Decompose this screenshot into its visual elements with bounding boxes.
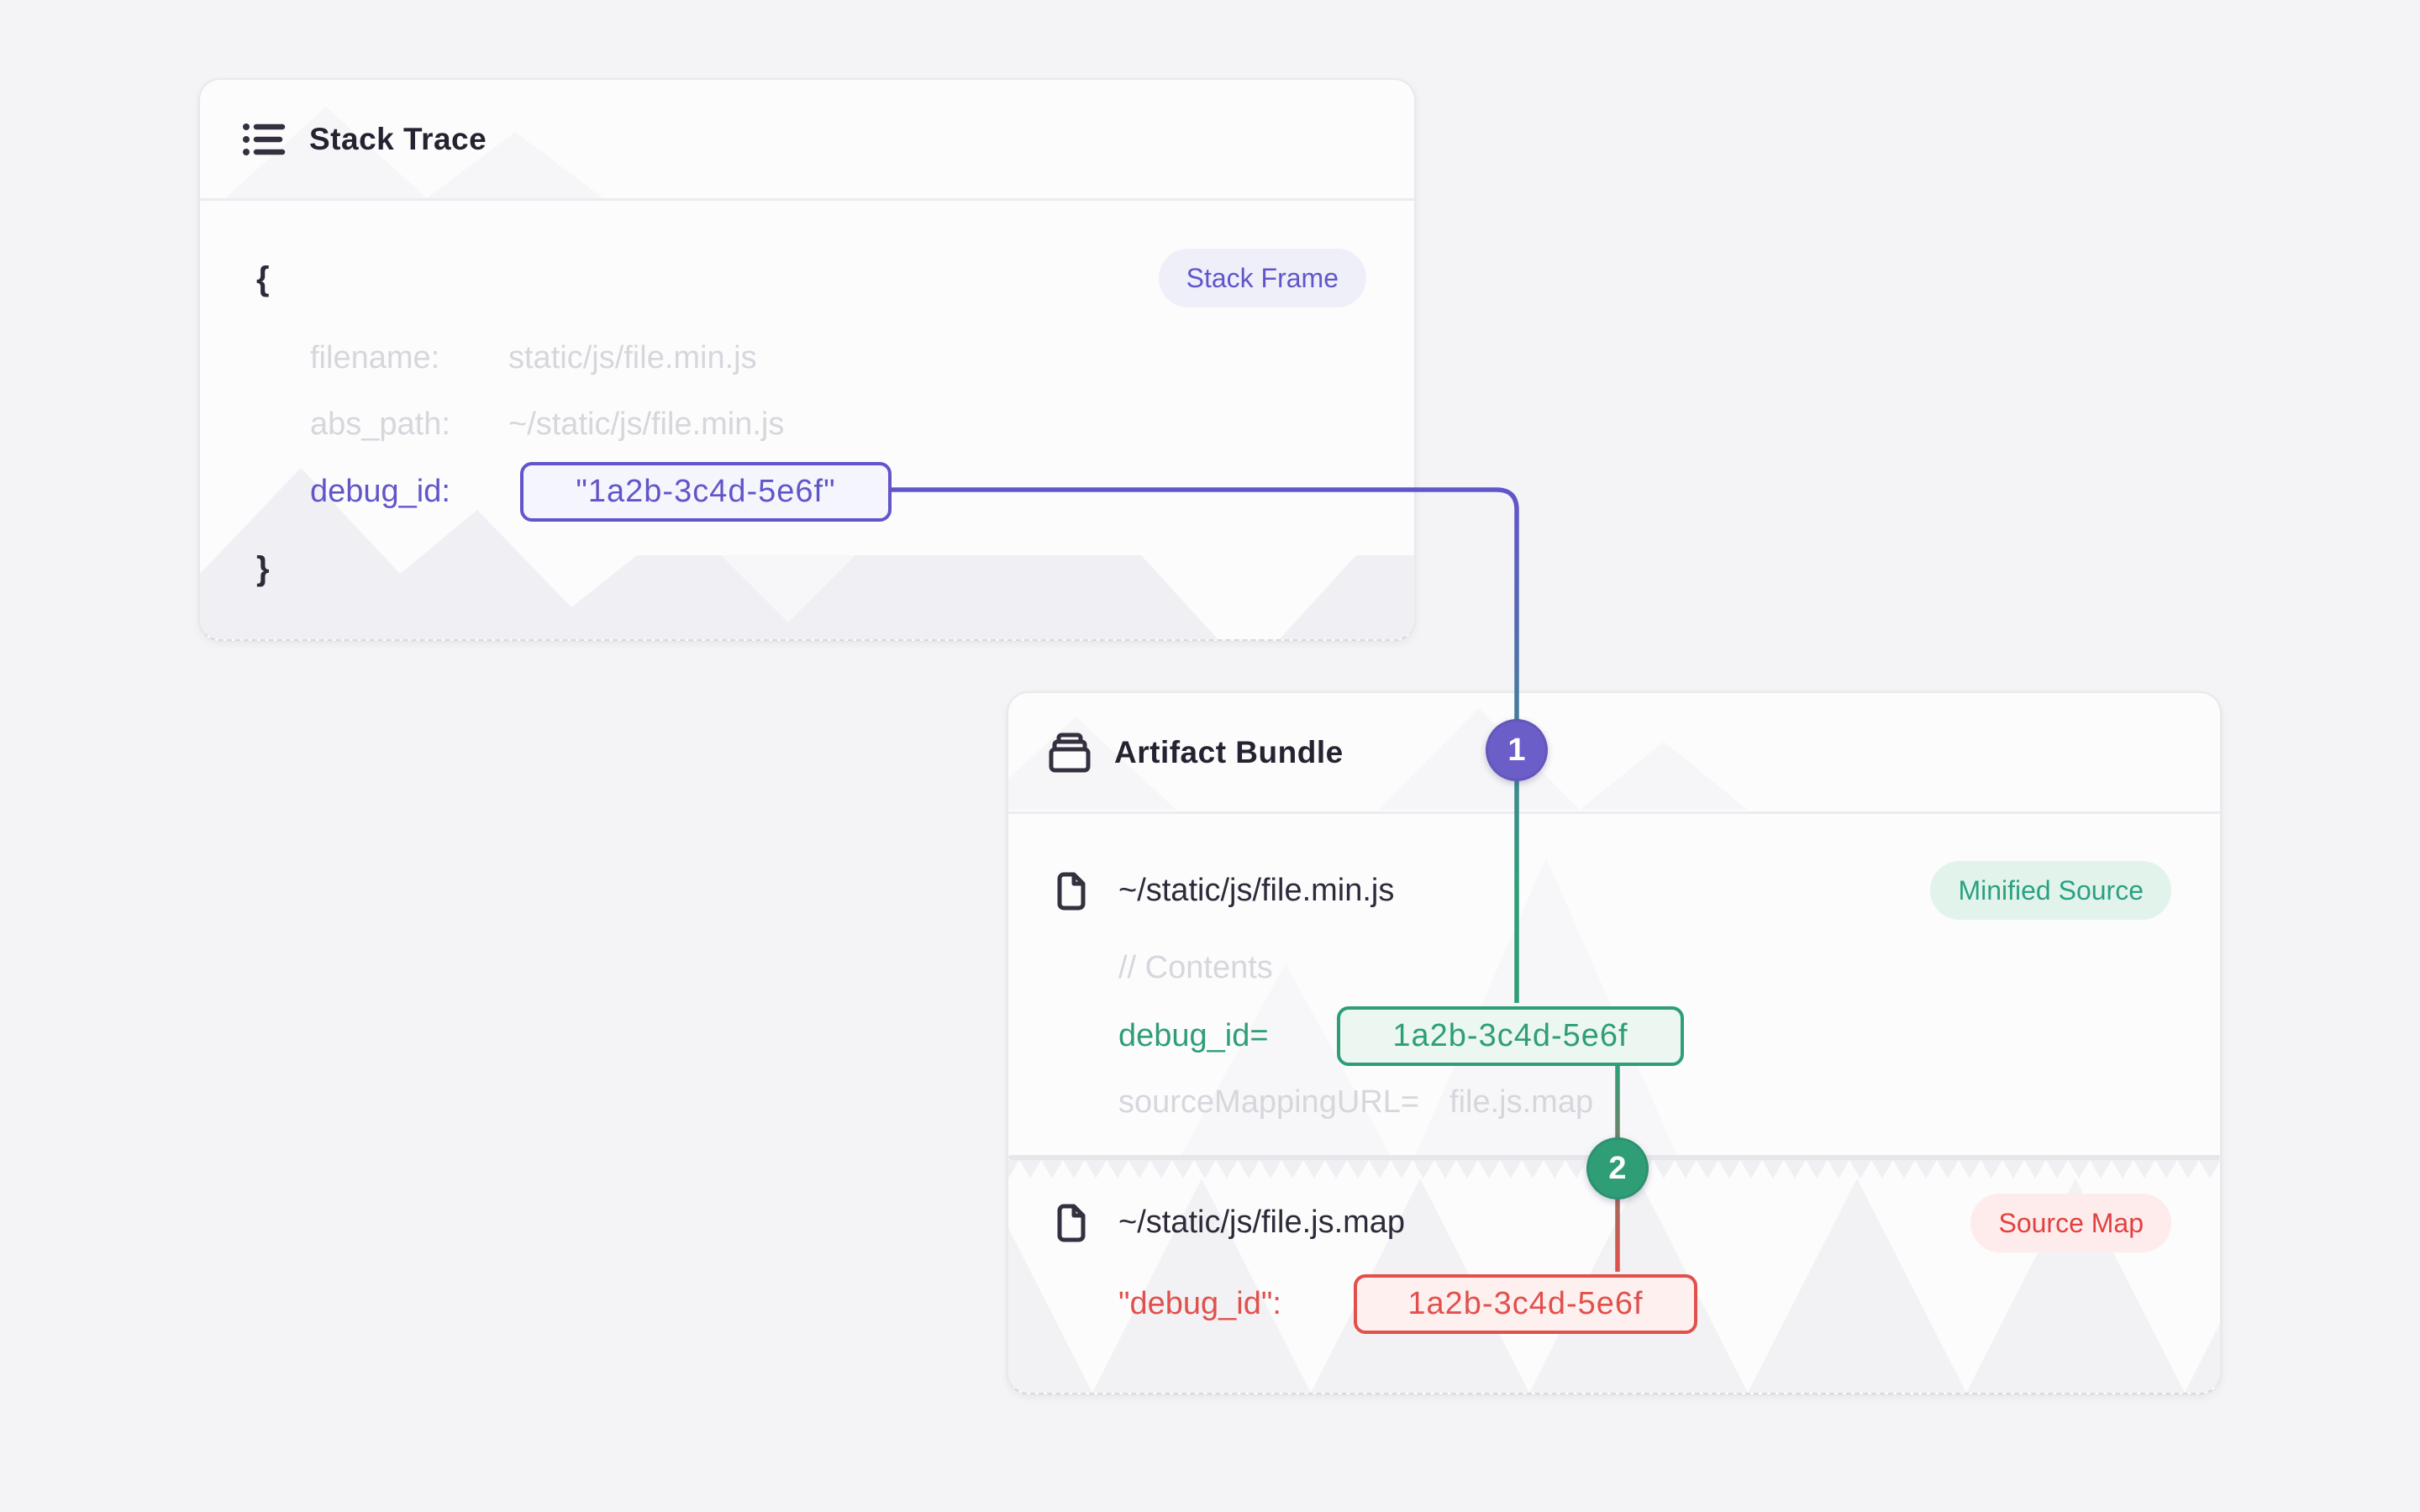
debug-id-chip-red: 1a2b-3c4d-5e6f (1354, 1273, 1697, 1334)
source-map-badge: Source Map (1970, 1194, 2171, 1252)
sourcemap-file-path: ~/static/js/file.js.map (1118, 1204, 1406, 1240)
minified-file-path: ~/static/js/file.min.js (1118, 872, 1395, 908)
debug-id-row: debug_id: "1a2b-3c4d-5e6f" (200, 461, 892, 522)
close-brace: } (256, 549, 270, 587)
stack-frame-badge: Stack Frame (1158, 249, 1366, 307)
sourcemap-debug-id-row: "debug_id": 1a2b-3c4d-5e6f (1008, 1273, 1697, 1334)
list-icon (242, 121, 286, 158)
artifact-bundle-header: Artifact Bundle (1008, 693, 2220, 814)
source-mapping-key: sourceMappingURL= (1118, 1084, 1420, 1120)
field-value: static/js/file.min.js (508, 339, 757, 375)
contents-comment: // Contents (1118, 949, 1273, 985)
stack-trace-header: Stack Trace (200, 80, 1414, 201)
stack-trace-title: Stack Trace (309, 121, 487, 156)
debug-id-chip-purple: "1a2b-3c4d-5e6f" (520, 461, 892, 522)
filename-row: filename: static/js/file.min.js (200, 328, 757, 388)
debug-id-key: debug_id: (310, 473, 450, 509)
debug-id-chip-green: 1a2b-3c4d-5e6f (1337, 1005, 1684, 1066)
archive-box-icon (1049, 732, 1091, 773)
field-key: abs_path: (310, 406, 450, 442)
stack-trace-card: Stack Trace Stack Frame { filename: stati… (198, 78, 1416, 641)
field-value: ~/static/js/file.min.js (508, 406, 785, 442)
open-brace: { (256, 260, 270, 297)
step-circle-2: 2 (1586, 1137, 1649, 1200)
artifact-bundle-card: Artifact Bundle ~/static/js/file.min.js … (1007, 691, 2222, 1394)
debug-id-key: debug_id= (1118, 1017, 1269, 1053)
source-mapping-value: file.js.map (1449, 1084, 1594, 1120)
debug-id-key: "debug_id": (1118, 1285, 1281, 1321)
field-key: filename: (310, 339, 440, 375)
step-circle-1: 1 (1486, 719, 1548, 781)
minified-source-badge: Minified Source (1930, 861, 2171, 920)
bundle-debug-id-row: debug_id= 1a2b-3c4d-5e6f (1008, 1005, 1684, 1066)
source-mapping-row: sourceMappingURL= file.js.map (1008, 1072, 1593, 1132)
abs-path-row: abs_path: ~/static/js/file.min.js (200, 394, 784, 454)
artifact-bundle-title: Artifact Bundle (1114, 734, 1344, 769)
